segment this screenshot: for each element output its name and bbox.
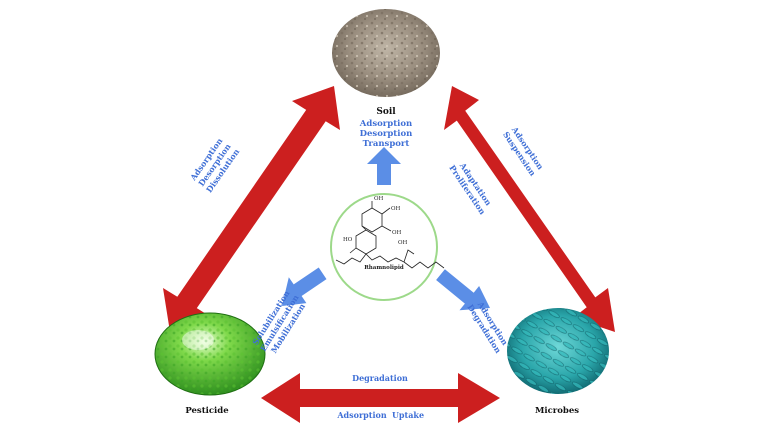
arrow-center-soil [367, 147, 401, 185]
soil-process-item: Adsorption [359, 119, 412, 129]
svg-text:OH: OH [392, 230, 402, 236]
pesticide-label: Pesticide [185, 406, 229, 416]
edge-label-soil-pesticide: Adsorption Desorption Dissolution [187, 136, 241, 194]
svg-text:HO: HO [343, 237, 353, 243]
edge-label-center-pesticide: Solubilization Emulsification Mobilizati… [250, 288, 307, 354]
rhamnolipid-structure [335, 201, 445, 269]
microbes-image [507, 308, 609, 394]
soil-image [332, 9, 440, 97]
soil-process-list: Adsorption Desorption Transport [359, 119, 413, 149]
edge-label-pesticide-microbes-bottom-1: Adsorption [336, 410, 387, 420]
rhamnolipid-center: OH OH OH HO OH Rhamnolipid [330, 193, 445, 301]
svg-text:OH: OH [398, 240, 408, 246]
arrow-center-pesticide [282, 267, 327, 306]
soil-process-item: Desorption [360, 129, 413, 139]
center-label: Rhamnolipid [364, 265, 404, 271]
soil-process-item: Transport [363, 139, 410, 149]
svg-text:OH: OH [391, 206, 401, 212]
pesticide-image [154, 312, 266, 396]
arrow-center-microbes [436, 269, 490, 311]
edge-label-pesticide-microbes-top: Degradation [352, 373, 408, 383]
svg-text:OH: OH [374, 196, 384, 202]
arrow-soil-microbes [444, 86, 615, 332]
soil-label: Soil [376, 107, 396, 117]
microbes-label: Microbes [535, 406, 579, 416]
edge-label-soil-microbes-outer: Adsorption Suspension [501, 124, 546, 178]
arrow-soil-pesticide [163, 86, 340, 332]
arrow-pesticide-microbes [261, 373, 500, 423]
edge-label-pesticide-microbes-bottom-2: Uptake [392, 410, 424, 420]
edge-label-center-microbes: Adsorption Degradation [465, 299, 510, 355]
